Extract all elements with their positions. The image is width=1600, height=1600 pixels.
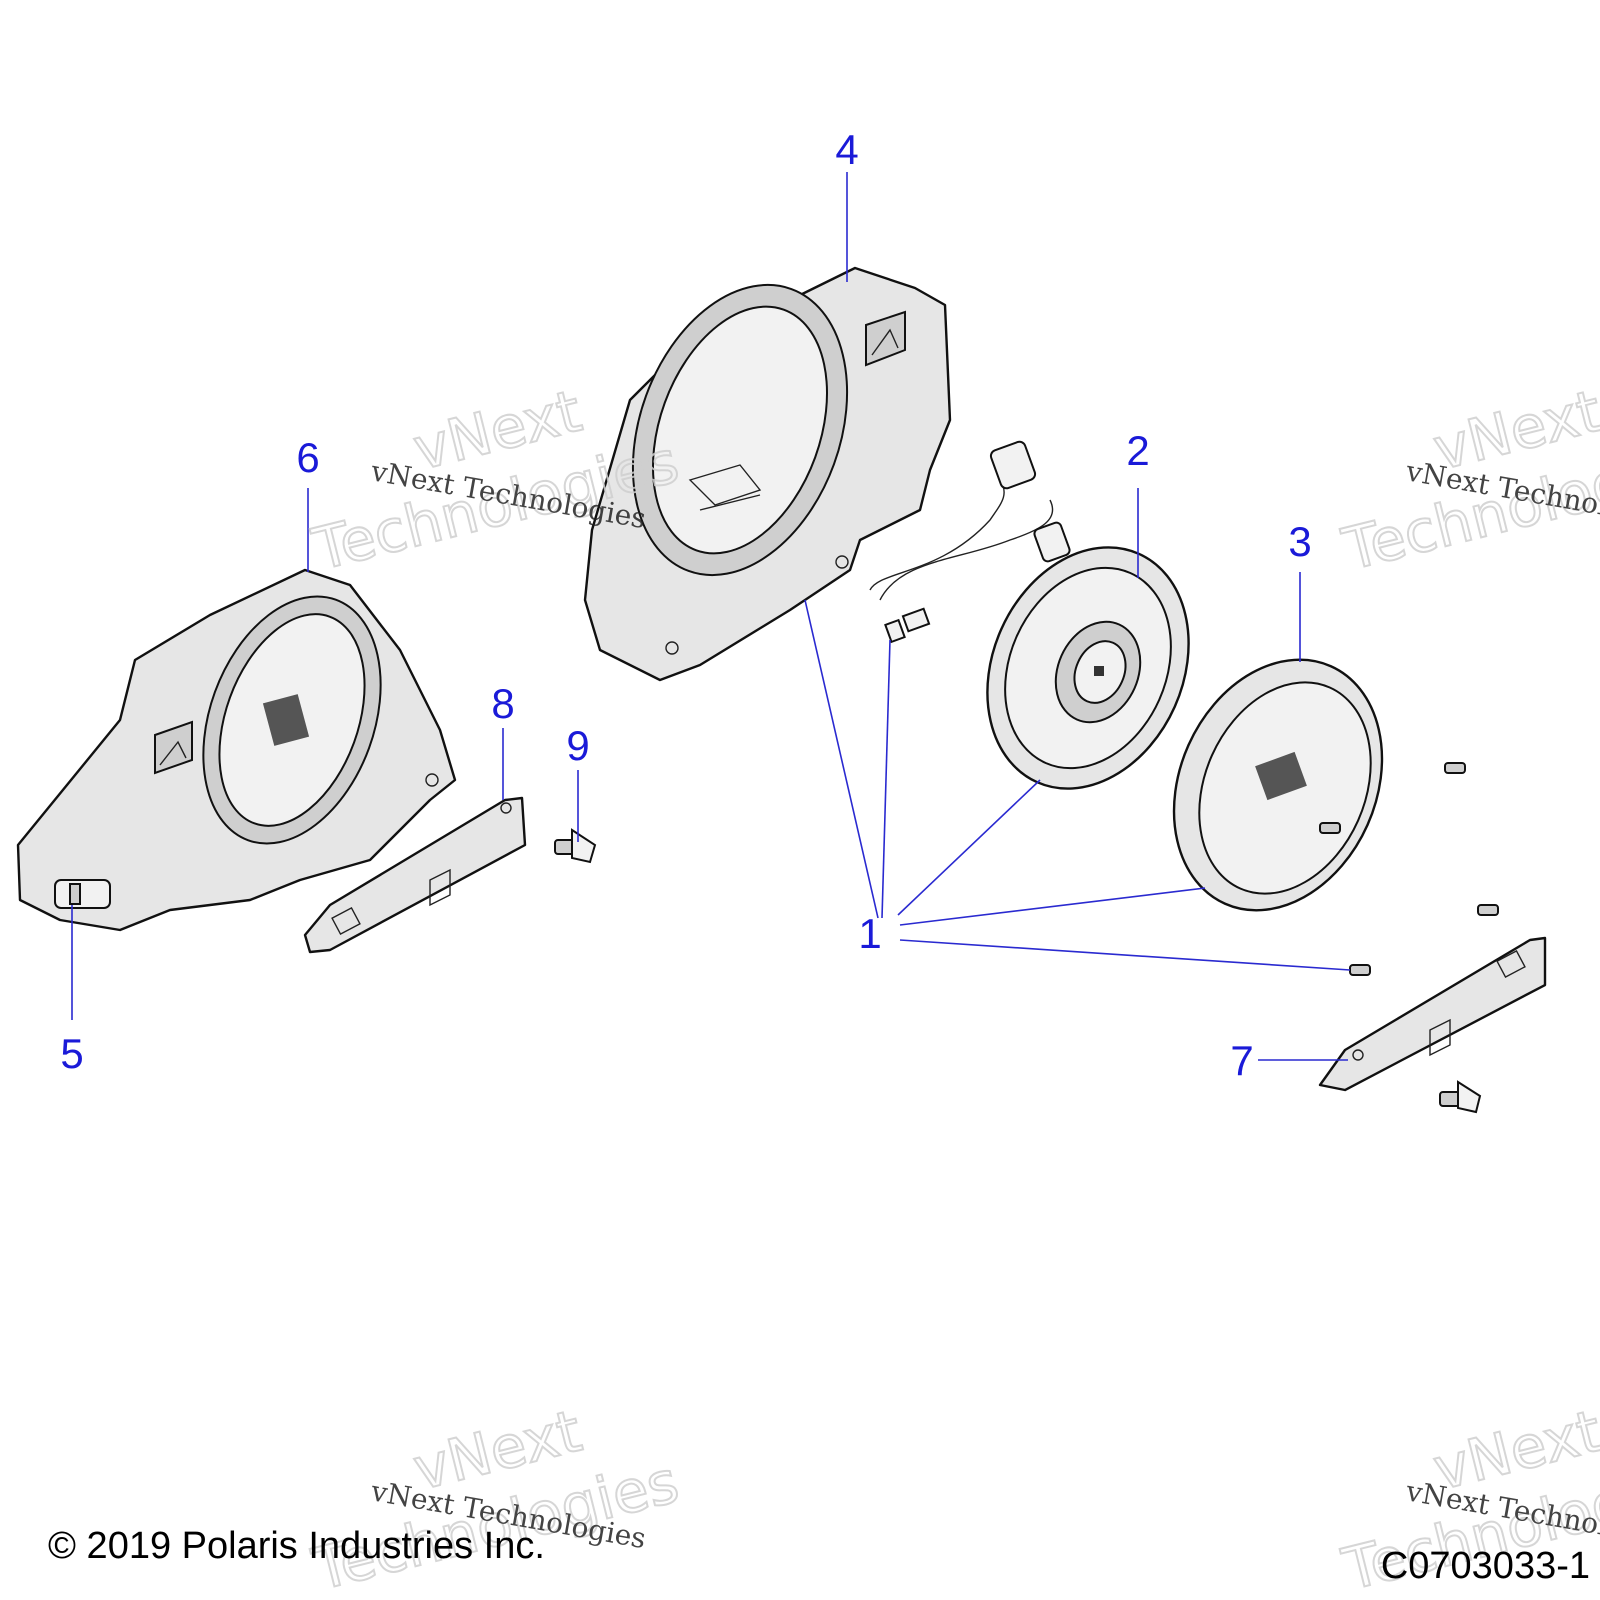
callout-8[interactable]: 8 — [491, 680, 514, 727]
callout-5[interactable]: 5 — [60, 1030, 83, 1077]
watermarks: vNext Technologies vNext Technologies vN… — [305, 376, 1600, 1600]
part-7-bracket[interactable] — [1318, 936, 1547, 1092]
callout-7[interactable]: 7 — [1230, 1037, 1253, 1084]
diagram-code: C0703033-1 — [1381, 1545, 1590, 1587]
leader-lines — [71, 172, 1351, 1061]
callout-3[interactable]: 3 — [1288, 518, 1311, 565]
part-9-wing-screw[interactable] — [554, 828, 597, 864]
part-7-wing-screw[interactable] — [1439, 1080, 1482, 1114]
callout-2[interactable]: 2 — [1126, 427, 1149, 474]
callout-9[interactable]: 9 — [566, 722, 589, 769]
part-3-speaker-grille[interactable] — [1136, 626, 1421, 943]
callout-6[interactable]: 6 — [296, 434, 319, 481]
part-2-speaker[interactable] — [950, 515, 1225, 821]
part-5-connector[interactable] — [54, 879, 111, 909]
part-6-left-speaker-pod[interactable] — [16, 568, 457, 932]
screw-set[interactable] — [1319, 762, 1499, 976]
callout-1[interactable]: 1 — [858, 910, 881, 957]
part-4-speaker-pod[interactable] — [583, 255, 952, 682]
copyright-text: © 2019 Polaris Industries Inc. — [48, 1525, 545, 1567]
callout-4[interactable]: 4 — [835, 126, 858, 173]
wire-harness[interactable] — [869, 440, 1071, 644]
callouts: 1 2 3 4 5 6 7 8 9 — [60, 126, 1311, 1084]
part-8-bracket[interactable] — [303, 796, 527, 954]
